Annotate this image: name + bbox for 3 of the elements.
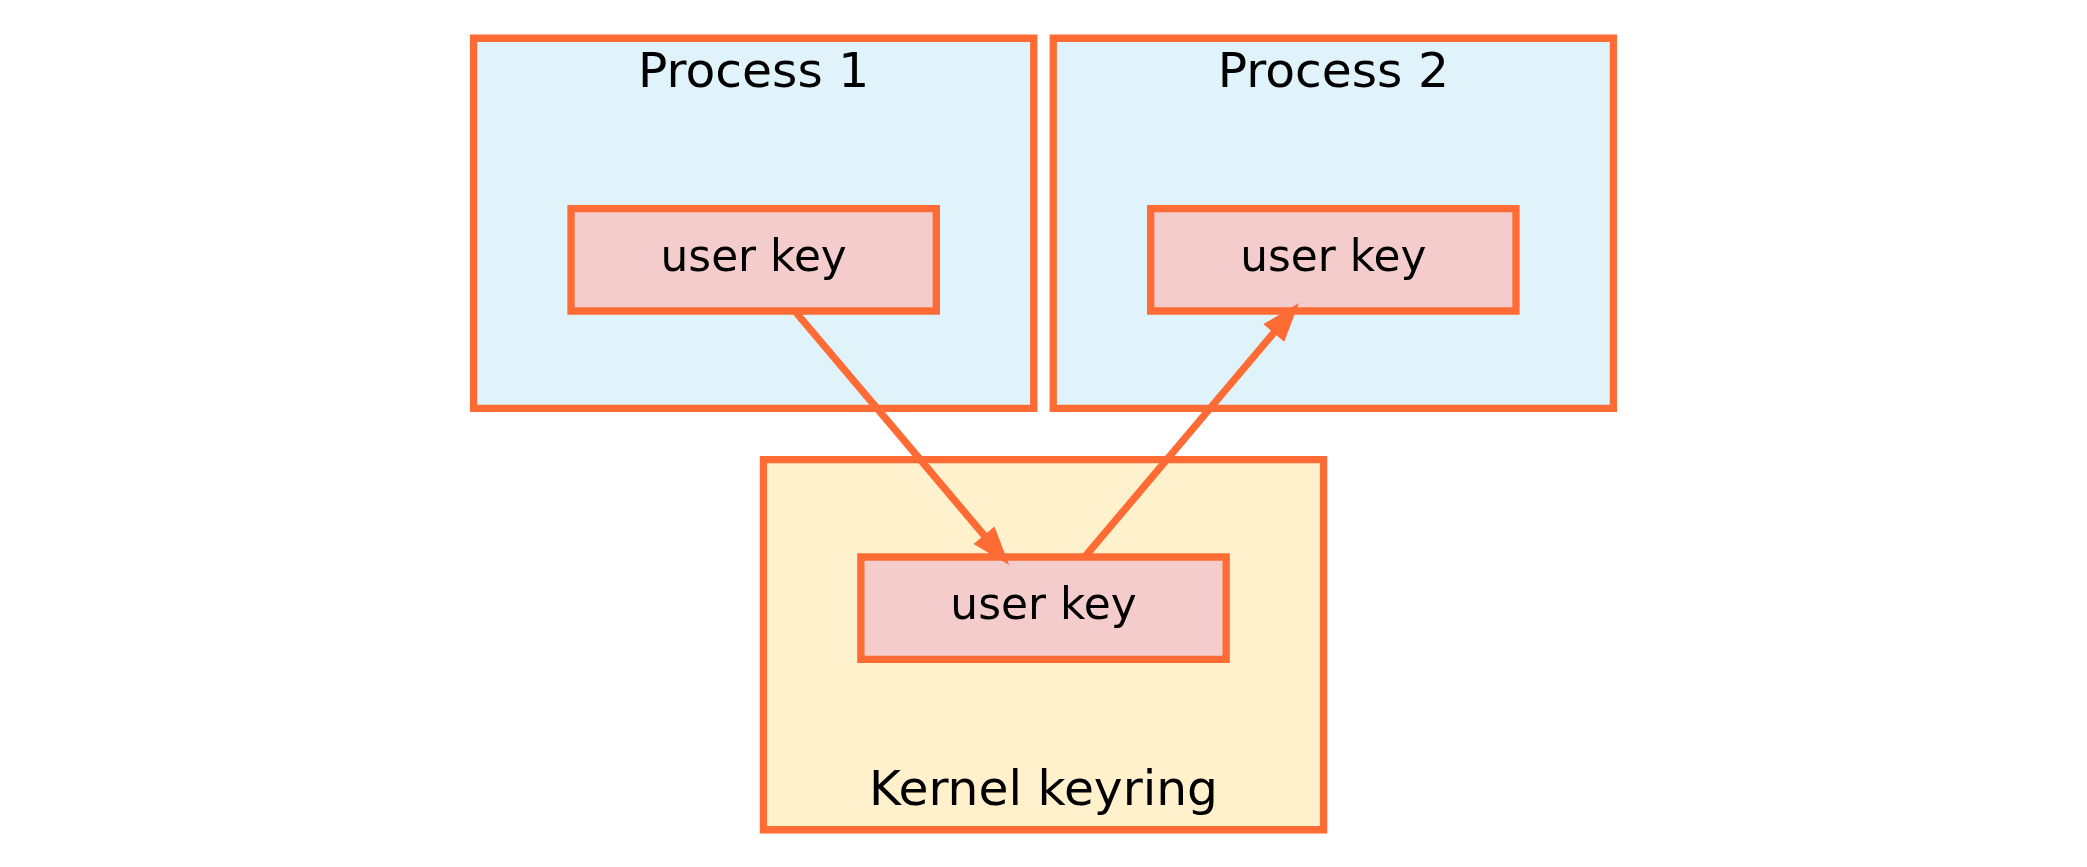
node-box: user key xyxy=(1147,204,1520,315)
node-box: user key xyxy=(567,204,940,315)
node-box: user key xyxy=(857,552,1230,663)
